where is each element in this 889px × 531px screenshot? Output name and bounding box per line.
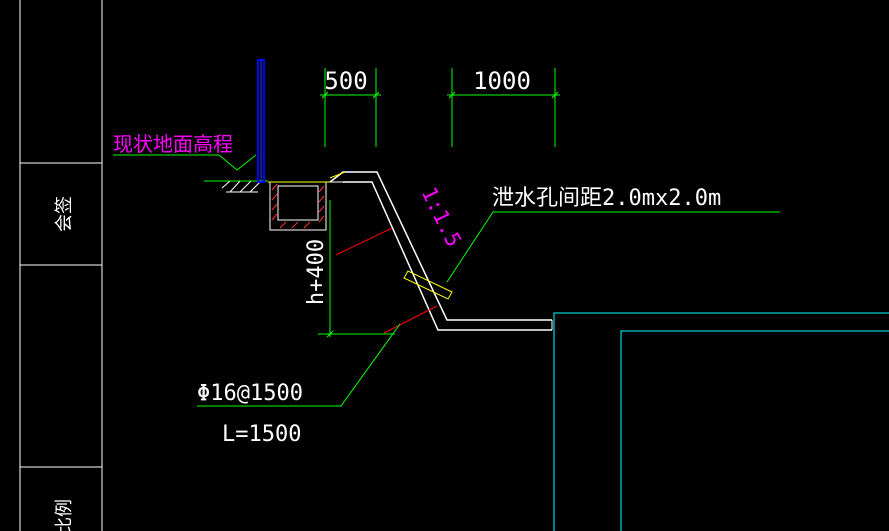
existing-ground-label: 现状地面高程 [113,132,233,156]
cyan-structure-outline [553,312,889,531]
drainage-ditch [268,181,330,231]
rebar-spec-label: Φ16@1500 [197,381,303,406]
dimension-500-label: 500 [324,67,367,95]
weep-hole-leader [446,211,780,283]
depth-dimension [318,200,395,338]
blue-post [257,59,265,183]
slope-protection [329,171,553,331]
dimension-1000-label: 1000 [473,67,531,95]
title-block-sign-label: 会签 [54,196,75,232]
depth-dimension-label: h+400 [304,239,329,305]
weep-hole-label: 泄水孔间距2.0mx2.0m [492,186,721,211]
dimension-500 [320,68,381,147]
title-block-scale-label: 比例 [54,499,75,531]
rebar-length-label: L=1500 [222,422,301,447]
dimension-1000 [447,68,560,147]
title-block [19,0,103,531]
existing-ground-symbol [113,154,268,193]
weep-hole-pipe [403,270,453,300]
slope-label: 1:1.5 [417,183,466,250]
rebar-leader [197,323,401,407]
rebar-anchors [335,227,438,334]
